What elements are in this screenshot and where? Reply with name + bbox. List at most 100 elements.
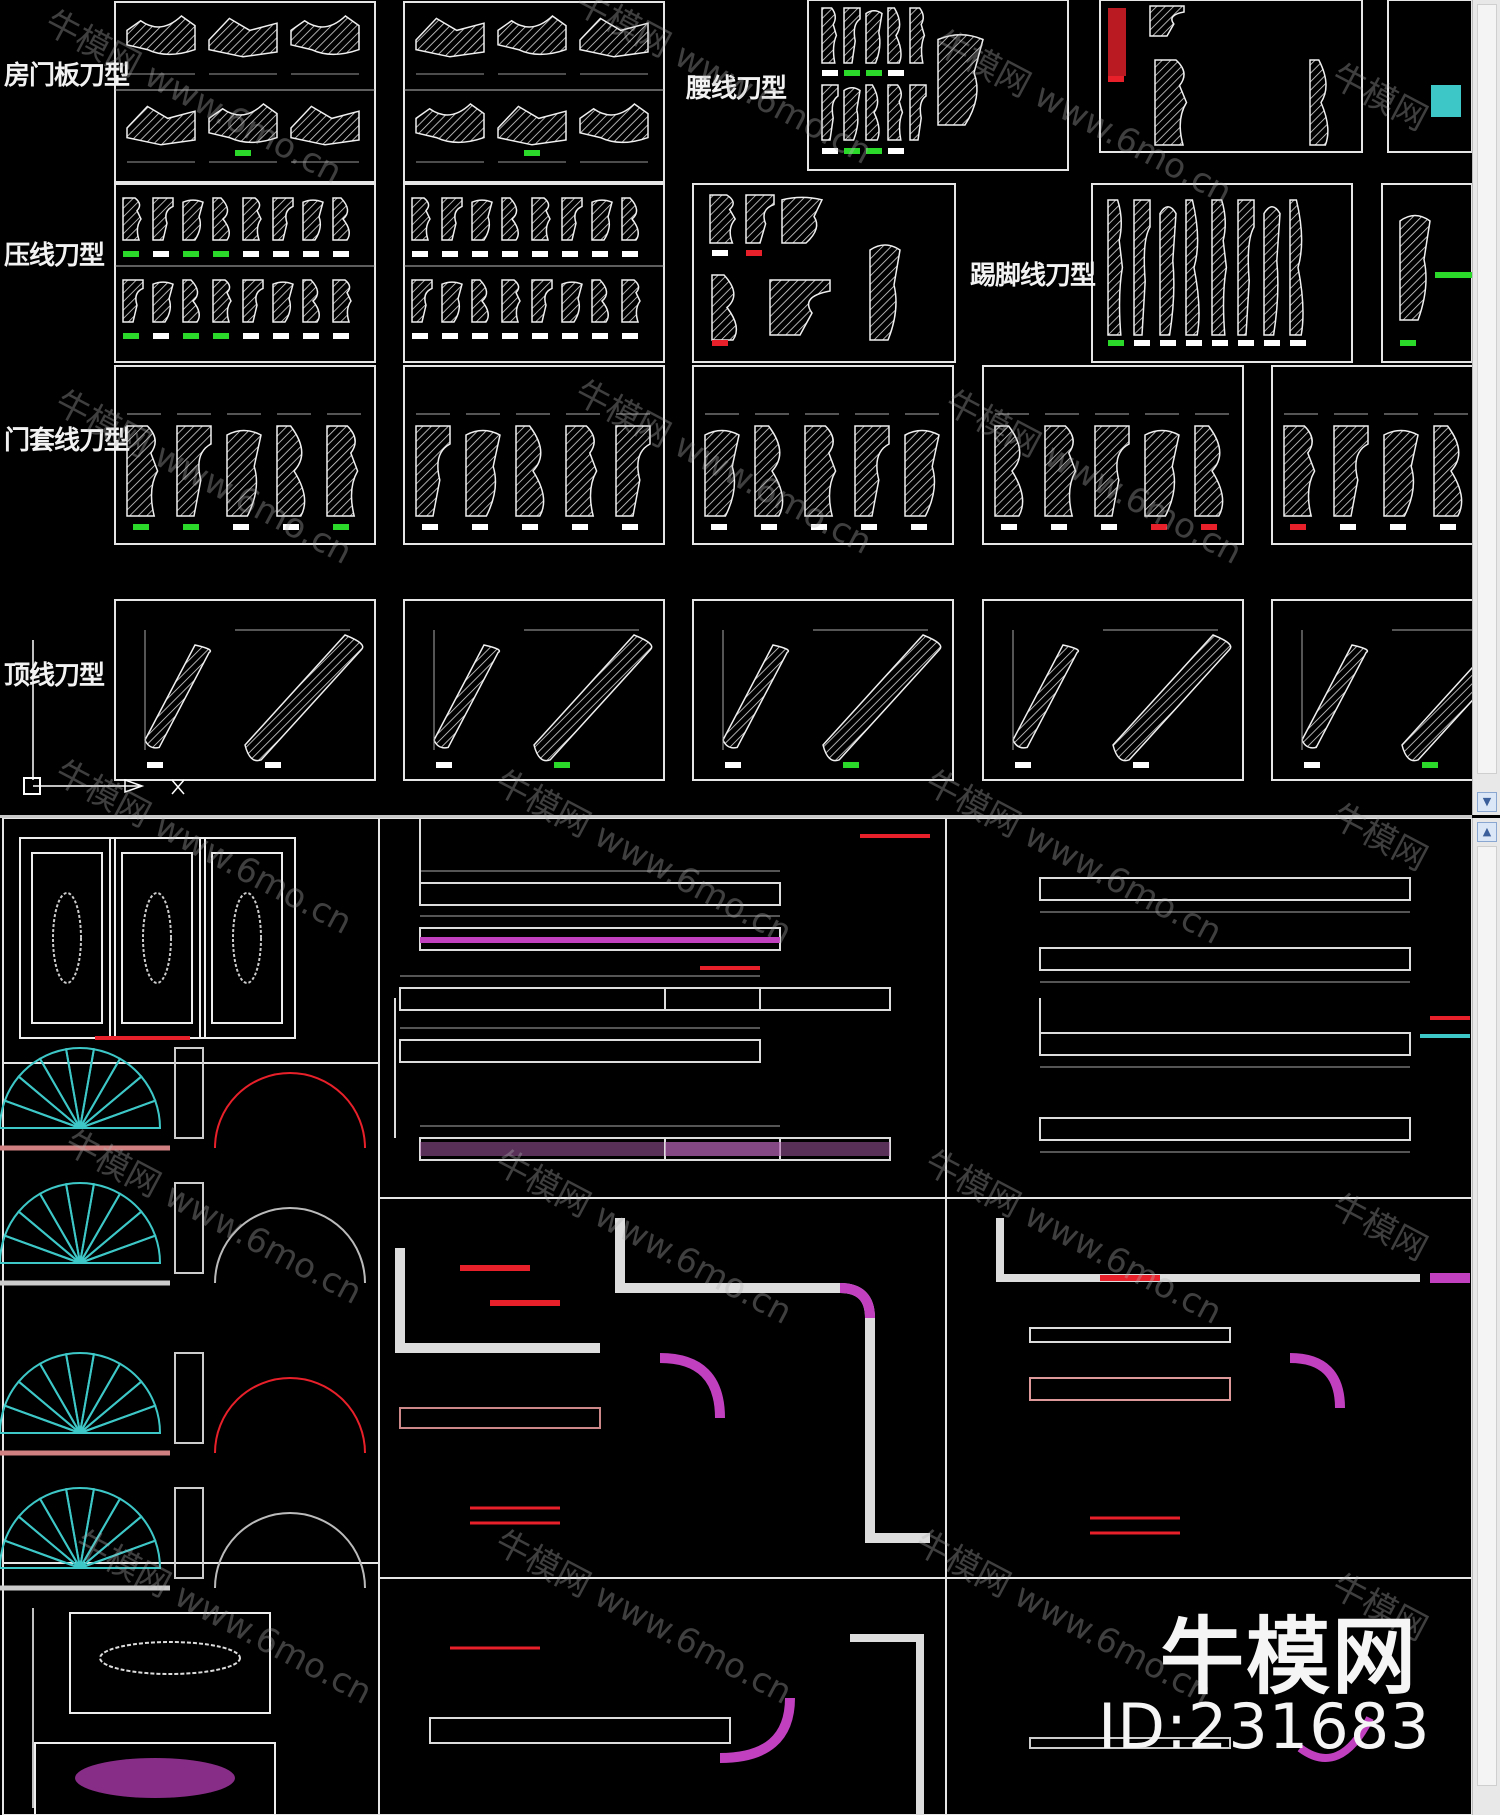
moulding-profile <box>501 279 521 323</box>
moulding-profile <box>754 425 784 517</box>
drawing-frame <box>114 599 376 781</box>
profile-tag <box>844 148 860 154</box>
moulding-elevation <box>664 987 891 1011</box>
profile-tag <box>1435 272 1472 278</box>
fan-petal <box>3 1380 81 1434</box>
profile-tag <box>1290 524 1306 530</box>
drawing-frame <box>378 1197 947 1579</box>
moulding-profile <box>126 105 196 146</box>
magenta-corner <box>659 1353 725 1419</box>
moulding-profile <box>332 197 350 241</box>
profile-tag <box>1304 762 1320 768</box>
fan-petal <box>79 1515 157 1569</box>
profile-tag <box>1151 524 1167 530</box>
moulding-profile <box>126 15 196 56</box>
profile-tag <box>183 524 199 530</box>
drawing-frame <box>982 365 1244 545</box>
moulding-profile <box>1194 425 1224 517</box>
crown-profile <box>1301 644 1369 749</box>
crown-profile <box>244 634 364 762</box>
crown-profile <box>533 634 653 762</box>
profile-tag <box>725 762 741 768</box>
moulding-profile <box>887 7 902 64</box>
carved-panel-inner <box>121 852 193 1024</box>
scrollbar-thumb[interactable] <box>1477 846 1497 1786</box>
moulding-profile <box>909 7 926 64</box>
profile-tag <box>1440 524 1456 530</box>
drawing-frame <box>692 599 954 781</box>
profile-tag <box>133 524 149 530</box>
profile-tag <box>243 333 259 339</box>
bottom-drawing-pane[interactable] <box>0 818 1472 1815</box>
moulding-profile <box>1144 429 1180 517</box>
moulding-profile <box>332 279 352 323</box>
fan-petal <box>64 1047 96 1129</box>
corner-moulding <box>996 1218 1420 1282</box>
drawing-frame <box>1271 365 1472 545</box>
fan-side-profile <box>174 1487 204 1579</box>
chevron-down-icon[interactable]: ▼ <box>1477 792 1497 812</box>
profile-tag <box>592 251 608 257</box>
scrollbar-thumb[interactable] <box>1477 4 1497 774</box>
drawing-frame <box>403 599 665 781</box>
profile-tag <box>911 524 927 530</box>
moulding-profile <box>909 84 927 141</box>
ucs-arrow <box>124 778 145 794</box>
moulding-profile <box>1333 425 1369 517</box>
moulding-profile <box>411 197 431 241</box>
profile-tag <box>472 333 488 339</box>
drawing-frame <box>807 0 1069 171</box>
profile-tag <box>888 148 904 154</box>
profile-tag <box>711 524 727 530</box>
crown-profile <box>433 644 501 749</box>
moulding-profile <box>704 429 740 517</box>
moulding-profile <box>745 194 775 244</box>
profile-tag <box>522 524 538 530</box>
magenta-corner <box>719 1697 795 1763</box>
carved-panel <box>109 837 206 1039</box>
moulding-profile <box>182 279 200 323</box>
top-cad-canvas <box>23 0 1472 795</box>
pane-splitter[interactable] <box>0 815 1472 818</box>
carved-panel-inner <box>211 852 283 1024</box>
profile-tag <box>183 251 199 257</box>
moulding-profile <box>1044 425 1077 517</box>
moulding-profile <box>591 279 609 323</box>
drawing-frame <box>378 818 947 1199</box>
scrollbar-top[interactable]: ▼ <box>1472 0 1500 815</box>
profile-tag <box>412 333 428 339</box>
moulding-elevation <box>1039 1117 1411 1141</box>
arch-elevation <box>214 1377 366 1454</box>
profile-tag <box>1001 524 1017 530</box>
chevron-up-icon[interactable]: ▲ <box>1477 822 1497 842</box>
profile-tag <box>333 333 349 339</box>
profile-tag <box>1400 340 1416 346</box>
scrollbar-bottom[interactable]: ▲ <box>1472 818 1500 1815</box>
profile-tag <box>1101 524 1117 530</box>
profile-tag <box>532 251 548 257</box>
moulding-profile <box>1211 199 1228 336</box>
profile-tag <box>1108 340 1124 346</box>
moulding-profile <box>1237 199 1255 336</box>
moulding-profile <box>126 425 159 517</box>
moulding-profile <box>865 84 880 141</box>
carved-panel <box>19 837 116 1039</box>
profile-tag <box>1390 524 1406 530</box>
moulding-profile <box>272 197 294 241</box>
moulding-profile <box>821 84 839 141</box>
profile-tag <box>153 333 169 339</box>
crown-profile <box>1401 666 1472 762</box>
moulding-profile <box>326 425 359 517</box>
ucs-origin <box>23 777 41 795</box>
moulding-profile <box>415 17 485 58</box>
moulding-elevation <box>1039 1032 1411 1056</box>
profile-tag <box>147 762 163 768</box>
top-drawing-pane[interactable]: 房门板刀型 腰线刀型 压线刀型 踢脚线刀型 门套线刀型 顶线刀型 <box>0 0 1472 815</box>
profile-tag <box>866 70 882 76</box>
profile-tag <box>843 762 859 768</box>
moulding-profile <box>1149 5 1185 37</box>
profile-tag <box>1340 524 1356 530</box>
drawing-frame <box>692 183 956 363</box>
crown-profile <box>1112 634 1232 762</box>
profile-tag <box>273 251 289 257</box>
